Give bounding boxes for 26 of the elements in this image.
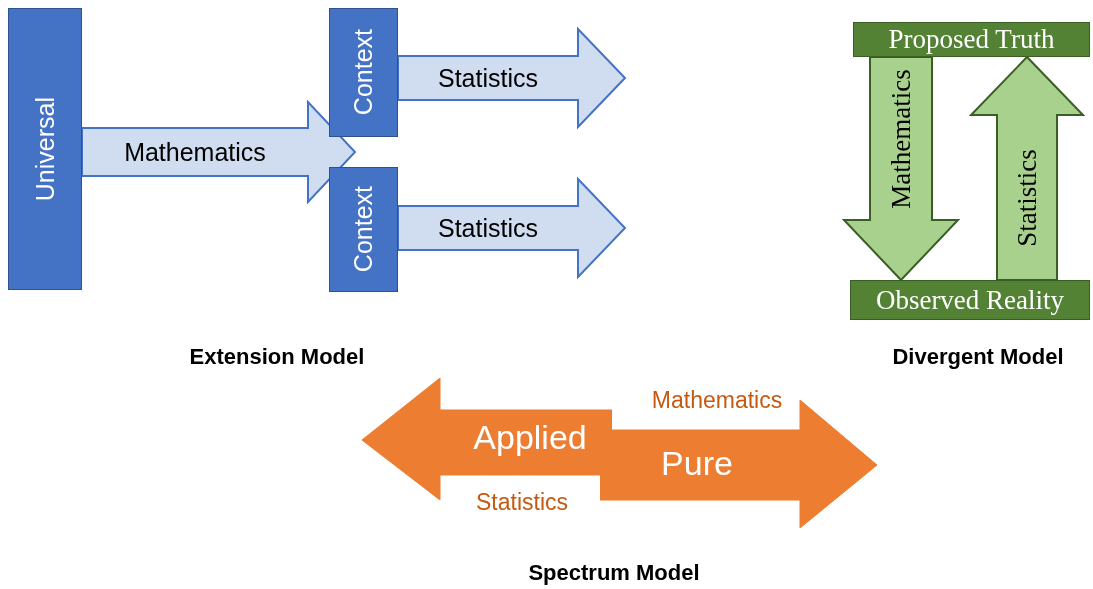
edge-label: Mathematics	[124, 139, 266, 165]
side-label: Statistics	[476, 488, 568, 516]
box-label: Applied	[473, 420, 587, 454]
box-label: Proposed Truth	[888, 26, 1055, 53]
box-label: Context	[351, 29, 376, 116]
edge-label: Statistics	[438, 215, 538, 241]
box-label: Pure	[661, 446, 733, 480]
edge-label: Statistics	[1013, 148, 1041, 247]
block-arrow	[397, 26, 627, 130]
banner-box	[850, 280, 1090, 320]
block-arrow	[841, 56, 961, 282]
box-label: Context	[351, 186, 376, 273]
box-label: Universal	[32, 96, 58, 202]
side-label: Mathematics	[651, 386, 783, 414]
vertical-box	[329, 167, 398, 292]
vertical-box	[8, 8, 82, 290]
edge-label: Mathematics	[887, 68, 915, 209]
box-label: Observed Reality	[875, 286, 1065, 314]
banner-box	[853, 22, 1090, 57]
model-caption: Divergent Model	[892, 344, 1064, 370]
block-arrow	[968, 55, 1086, 281]
vertical-box	[329, 8, 398, 137]
model-caption: Extension Model	[189, 344, 365, 370]
model-caption: Spectrum Model	[528, 560, 700, 586]
block-arrow	[397, 176, 627, 280]
edge-label: Statistics	[438, 65, 538, 91]
